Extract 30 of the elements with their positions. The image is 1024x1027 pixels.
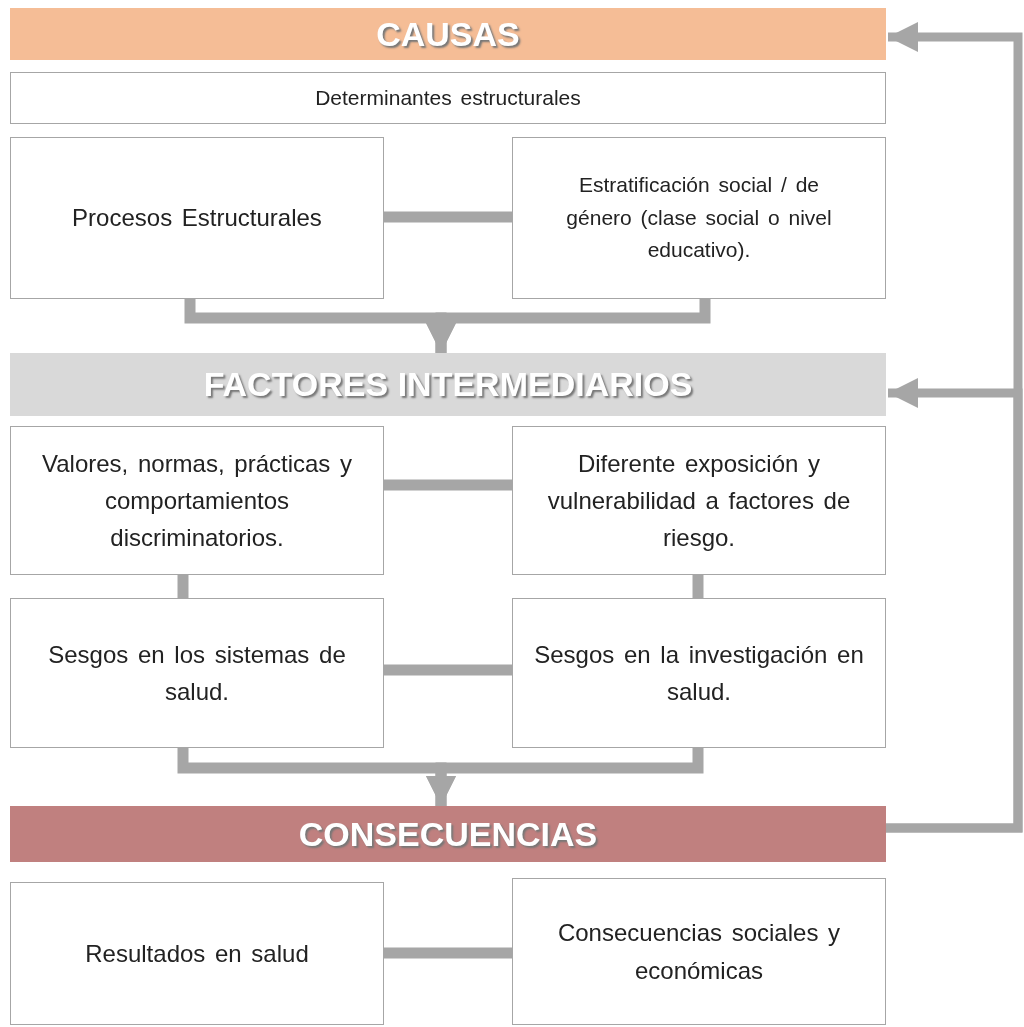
section-header: CAUSAS <box>10 8 886 60</box>
box-text: Determinantes estructurales <box>315 84 581 111</box>
connector-line <box>384 947 512 959</box>
box-text: Procesos Estructurales <box>72 203 322 234</box>
text-box <box>512 137 886 299</box>
section-header: CONSECUENCIAS <box>10 806 886 862</box>
arrow <box>426 299 711 353</box>
box-text: Sesgos en la investigación en salud. <box>533 639 865 707</box>
box-text: Resultados en salud <box>85 938 309 969</box>
section-header: FACTORES INTERMEDIARIOS <box>10 353 886 416</box>
text-box <box>10 72 886 124</box>
box-text: Valores, normas, prácticas y comportamientos discriminatorios. <box>41 448 353 554</box>
text-box <box>10 882 384 1025</box>
connector-line <box>384 664 512 676</box>
connector-line <box>384 479 512 491</box>
text-box <box>10 598 384 748</box>
text-box <box>512 878 886 1025</box>
connector-line <box>384 211 512 223</box>
box-text: Sesgos en los sistemas de salud. <box>47 639 347 707</box>
arrow <box>426 748 704 806</box>
box-text: Consecuencias sociales y económicas <box>556 918 842 986</box>
text-box <box>10 137 384 299</box>
box-text: Diferente exposición y vulnerabilidad a factores de riesgo. <box>546 448 852 554</box>
text-box <box>512 426 886 575</box>
connector-line <box>177 575 189 598</box>
arrow <box>886 378 1023 833</box>
connector-line <box>692 575 704 598</box>
box-text: Estratificación social / de género (clase social o nivel educativo). <box>565 172 833 264</box>
text-box <box>10 426 384 575</box>
text-box <box>512 598 886 748</box>
